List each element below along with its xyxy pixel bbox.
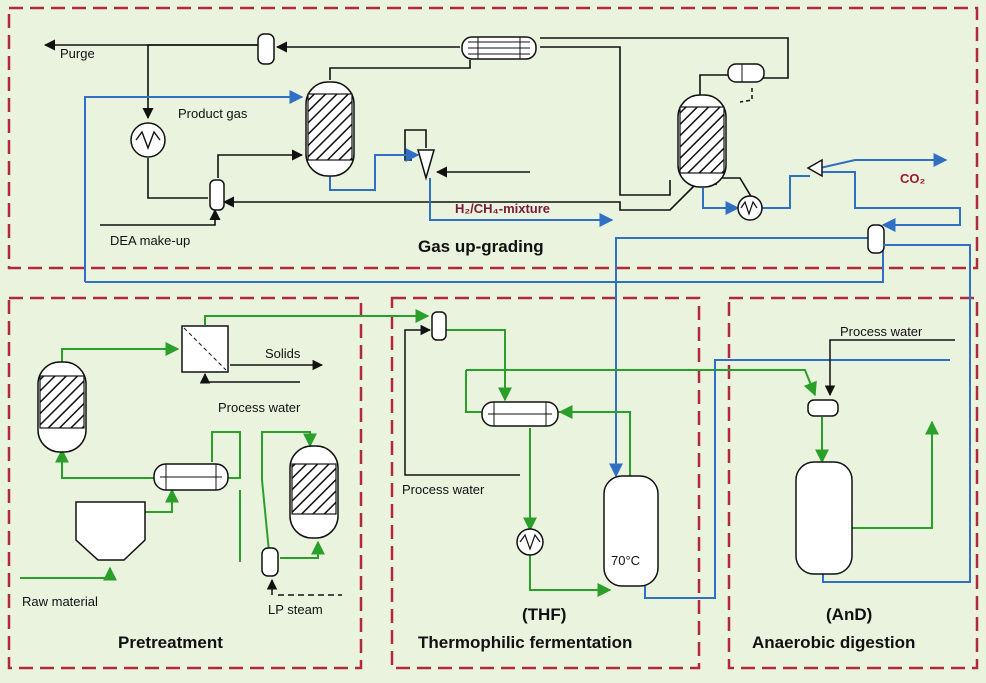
heat-exchanger-icon [737,195,763,221]
lp-steam-label: LP steam [268,602,323,617]
process-water-and-label: Process water [840,324,923,339]
packed-column-icon [305,81,355,177]
fermenter-vessel-icon [795,461,853,575]
pretreatment-title: Pretreatment [118,633,223,652]
gas-upgrading-title: Gas up-grading [418,237,544,256]
product-gas-label: Product gas [178,106,248,121]
hopper-icon [75,501,146,561]
section-boundaries [7,6,979,670]
dea-makeup-label: DEA make-up [110,233,190,248]
mixer-icon [261,547,279,577]
heat-exchanger-icon [516,528,544,556]
flash-drum-icon [727,63,765,83]
thf-abbr: (THF) [522,605,566,624]
mixer-icon [806,158,823,178]
flash-drum-icon [257,33,275,65]
mixer-icon [209,179,225,211]
boundary-thf [390,296,701,670]
thf-title: Thermophilic fermentation [418,633,632,652]
mixer-icon [417,149,435,181]
co2-label: CO₂ [900,171,926,186]
boundary-gas-upgrading [7,6,979,270]
heat-exchanger-icon [461,36,537,60]
fermenter-vessel-icon [603,475,659,587]
h2ch4-label: H₂/CH₄-mixture [455,201,550,216]
heat-exchanger-icon [130,122,166,158]
heat-exchanger-icon [481,401,559,427]
and-section: Process water (AnD) Anaerobic digestion [752,244,971,652]
heat-exchanger-icon [153,463,229,491]
purge-label: Purge [60,46,95,61]
raw-material-label: Raw material [22,594,98,609]
and-abbr: (AnD) [826,605,872,624]
process-water-pt-label: Process water [218,400,301,415]
packed-column-icon [289,445,339,539]
mixer-icon [807,399,839,417]
boundary-and [727,296,979,670]
mixer-icon [431,311,447,341]
solids-label: Solids [265,346,301,361]
pretreatment-section: Solids Process water Raw material LP ste… [20,309,430,652]
boundary-pretreatment [7,296,363,670]
temperature-label: 70°C [611,553,640,568]
thf-section: 70°C Process water (THF) Thermophilic fe… [402,311,950,652]
and-title: Anaerobic digestion [752,633,915,652]
process-water-thf-label: Process water [402,482,485,497]
packed-column-icon [37,361,87,453]
flash-drum-icon [867,224,885,254]
filter-icon [181,325,229,373]
gas-upgrading-section: Purge Product gas DEA make-up H₂/CH₄-mix… [43,33,961,478]
packed-column-icon [677,94,727,188]
